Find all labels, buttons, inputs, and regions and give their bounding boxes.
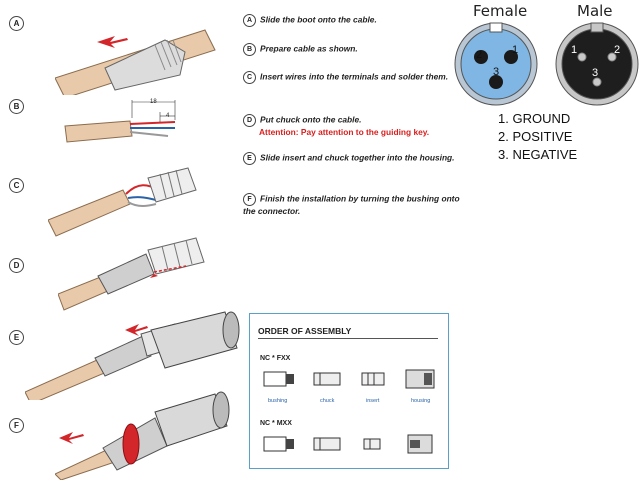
step-d-drawing xyxy=(58,237,205,311)
pin-legend-ground: 1. GROUND xyxy=(498,111,571,126)
part-label-bushing: bushing xyxy=(268,398,288,404)
housing-part-2 xyxy=(407,434,433,454)
female-pin-1: 1 xyxy=(512,44,518,56)
step-c-badge: C xyxy=(243,71,256,84)
dim-4: 4 xyxy=(166,113,170,119)
pin-legend-positive: 2. POSITIVE xyxy=(498,129,573,144)
order-of-assembly-panel: ORDER OF ASSEMBLY NC * FXX bushing chuck… xyxy=(249,313,449,469)
step-c-marker: C xyxy=(9,178,24,193)
title-divider xyxy=(258,338,438,339)
step-e-drawing xyxy=(25,311,240,400)
step-d-text: Put chuck onto the cable. xyxy=(260,114,362,125)
male-pin-1: 1 xyxy=(571,44,577,56)
part-label-chuck: chuck xyxy=(320,398,335,404)
step-c-drawing xyxy=(48,167,197,237)
chuck-part-1 xyxy=(313,372,341,386)
step-b-badge: B xyxy=(243,43,256,56)
chuck-part-2 xyxy=(313,437,341,451)
part-label-insert: insert xyxy=(366,398,380,404)
step-a-drawing xyxy=(55,29,216,95)
female-parts-row xyxy=(263,369,435,389)
step-c-text: Insert wires into the terminals and sold… xyxy=(260,71,449,82)
female-pin-2: 2 xyxy=(476,49,482,61)
step-a-marker: A xyxy=(9,16,24,31)
male-parts-row xyxy=(263,434,433,454)
step-e-text: Slide insert and chuck together into the… xyxy=(260,152,455,163)
step-b-drawing xyxy=(64,100,176,143)
male-pin-2: 2 xyxy=(614,44,620,56)
series-nc-mxx: NC * MXX xyxy=(260,420,292,427)
step-b-instruction: B Prepare cable as shown. xyxy=(243,43,463,56)
bushing-part-1 xyxy=(263,371,294,387)
order-of-assembly-title: ORDER OF ASSEMBLY xyxy=(258,326,352,336)
female-pin-3: 3 xyxy=(493,66,499,78)
step-f-drawing xyxy=(55,391,230,480)
dim-18: 18 xyxy=(150,99,157,105)
step-d-instruction: D Put chuck onto the cable. Attention: Pa… xyxy=(243,114,463,138)
step-b-marker: B xyxy=(9,99,24,114)
step-d-warning: Attention: Pay attention to the guiding … xyxy=(259,127,430,137)
step-a-instruction: A Slide the boot onto the cable. xyxy=(243,14,463,27)
part-label-housing: housing xyxy=(411,398,431,404)
pin-legend-negative: 3. NEGATIVE xyxy=(498,147,578,162)
insert-part-2 xyxy=(363,438,381,450)
male-pin-3: 3 xyxy=(592,67,598,79)
housing-part-1 xyxy=(405,369,435,389)
step-c-instruction: C Insert wires into the terminals and sol… xyxy=(243,71,463,84)
series-nc-fxx: NC * FXX xyxy=(260,355,291,362)
male-label: Male xyxy=(577,2,613,20)
step-d-marker: D xyxy=(9,258,24,273)
step-a-text: Slide the boot onto the cable. xyxy=(260,14,377,25)
step-f-text: Finish the installation by turning the b… xyxy=(243,193,460,216)
step-d-badge: D xyxy=(243,114,256,127)
male-connector-diagram: 1 2 3 xyxy=(555,22,639,106)
bushing-part-2 xyxy=(263,436,294,452)
female-label: Female xyxy=(473,2,528,20)
step-e-instruction: E Slide insert and chuck together into th… xyxy=(243,152,463,165)
female-connector-diagram: 2 1 3 xyxy=(454,22,538,106)
step-a-badge: A xyxy=(243,14,256,27)
step-b-text: Prepare cable as shown. xyxy=(260,43,358,54)
step-e-badge: E xyxy=(243,152,256,165)
step-f-marker: F xyxy=(9,418,24,433)
insert-part-1 xyxy=(361,372,385,386)
pin-legend: 1. GROUND 2. POSITIVE 3. NEGATIVE xyxy=(498,110,577,164)
step-e-marker: E xyxy=(9,330,24,345)
step-f-badge: F xyxy=(243,193,256,206)
